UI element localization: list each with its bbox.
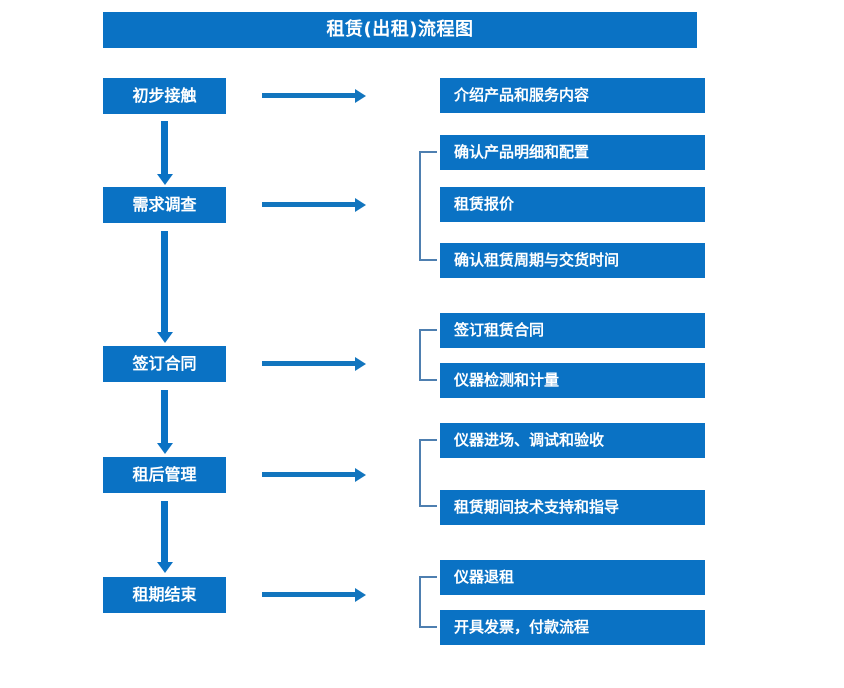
group-bracket-sign-contract (419, 329, 437, 381)
down-arrow-icon-4 (161, 501, 168, 563)
detail-label: 介绍产品和服务内容 (454, 86, 590, 104)
stage-box-lease-end[interactable]: 租期结束 (103, 577, 226, 613)
detail-label: 确认租赁周期与交货时间 (454, 251, 620, 269)
stage-box-needs-survey[interactable]: 需求调查 (103, 187, 226, 223)
stage-box-initial-contact[interactable]: 初步接触 (103, 78, 226, 114)
right-arrow-icon-5 (262, 592, 355, 597)
detail-box-instrument-entry-commissioning[interactable]: 仪器进场、调试和验收 (440, 423, 705, 458)
detail-box-rental-quote[interactable]: 租赁报价 (440, 187, 705, 222)
right-arrow-icon-4 (262, 472, 355, 477)
detail-label: 确认产品明细和配置 (454, 143, 590, 161)
detail-label: 租赁期间技术支持和指导 (454, 498, 620, 516)
stage-label: 初步接触 (132, 86, 197, 105)
down-arrow-icon-1 (161, 121, 168, 175)
group-bracket-needs-survey (419, 151, 437, 261)
detail-label: 签订租赁合同 (454, 321, 545, 339)
detail-label: 仪器退租 (454, 568, 515, 586)
down-arrow-icon-2 (161, 231, 168, 333)
detail-box-instrument-return[interactable]: 仪器退租 (440, 560, 705, 595)
group-bracket-lease-end (419, 576, 437, 628)
stage-box-post-rental-management[interactable]: 租后管理 (103, 457, 226, 493)
page-title: 租赁(出租)流程图 (326, 19, 474, 40)
right-arrow-icon-1 (262, 93, 355, 98)
detail-box-technical-support[interactable]: 租赁期间技术支持和指导 (440, 490, 705, 525)
right-arrow-icon-3 (262, 361, 355, 366)
detail-label: 租赁报价 (454, 195, 515, 213)
detail-box-sign-rental-contract[interactable]: 签订租赁合同 (440, 313, 705, 348)
detail-label: 仪器检测和计量 (454, 371, 560, 389)
group-bracket-post-rental (419, 439, 437, 507)
detail-box-confirm-product-spec[interactable]: 确认产品明细和配置 (440, 135, 705, 170)
down-arrow-icon-3 (161, 390, 168, 444)
stage-box-sign-contract[interactable]: 签订合同 (103, 346, 226, 382)
detail-label: 开具发票，付款流程 (454, 618, 590, 636)
detail-label: 仪器进场、调试和验收 (454, 431, 605, 449)
stage-label: 签订合同 (132, 354, 197, 373)
stage-label: 租后管理 (132, 465, 197, 484)
detail-box-introduce-products[interactable]: 介绍产品和服务内容 (440, 78, 705, 113)
detail-box-invoice-payment[interactable]: 开具发票，付款流程 (440, 610, 705, 645)
detail-box-instrument-inspection[interactable]: 仪器检测和计量 (440, 363, 705, 398)
stage-label: 需求调查 (132, 195, 197, 214)
right-arrow-icon-2 (262, 202, 355, 207)
diagram-title-banner: 租赁(出租)流程图 (103, 12, 697, 48)
stage-label: 租期结束 (132, 585, 197, 604)
detail-box-confirm-period-delivery[interactable]: 确认租赁周期与交货时间 (440, 243, 705, 278)
